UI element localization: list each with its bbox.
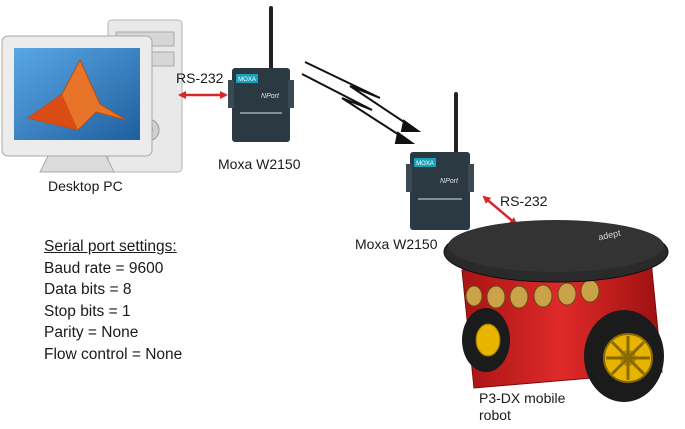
settings-flow-control: Flow control = None	[44, 345, 183, 363]
moxa-device-icon: MOXA NPort	[228, 6, 294, 142]
rs232-link-arrow	[482, 195, 518, 226]
serial-port-settings: Serial port settings: Baud rate = 9600 D…	[44, 236, 182, 366]
desktop-pc-icon	[1, 19, 183, 173]
settings-stop-bits: Stop bits = 1	[44, 302, 131, 320]
desktop-pc-label: Desktop PC	[48, 178, 123, 194]
moxa-label-2: Moxa W2150	[355, 236, 438, 252]
robot-label: P3-DX mobile robot	[479, 390, 565, 424]
moxa-label-1: Moxa W2150	[218, 156, 301, 172]
robot-brand-text: adept	[597, 228, 622, 243]
robot-label-line2: robot	[479, 407, 511, 423]
moxa-model-text: NPort	[261, 93, 280, 100]
moxa-model-text: NPort	[440, 178, 459, 185]
moxa-device-icon: MOXA NPort	[406, 92, 474, 230]
robot-label-line1: P3-DX mobile	[479, 390, 566, 406]
wireless-link-icon	[301, 61, 422, 144]
mobile-robot-icon: adept	[443, 220, 669, 402]
settings-parity: Parity = None	[44, 324, 139, 342]
settings-title: Serial port settings:	[44, 238, 177, 255]
rs232-label-2: RS-232	[500, 193, 548, 209]
rs232-label-1: RS-232	[176, 70, 224, 86]
settings-data-bits: Data bits = 8	[44, 281, 132, 299]
settings-baud-rate: Baud rate = 9600	[44, 259, 164, 277]
moxa-badge-text: MOXA	[238, 77, 256, 83]
moxa-badge-text: MOXA	[416, 161, 434, 167]
